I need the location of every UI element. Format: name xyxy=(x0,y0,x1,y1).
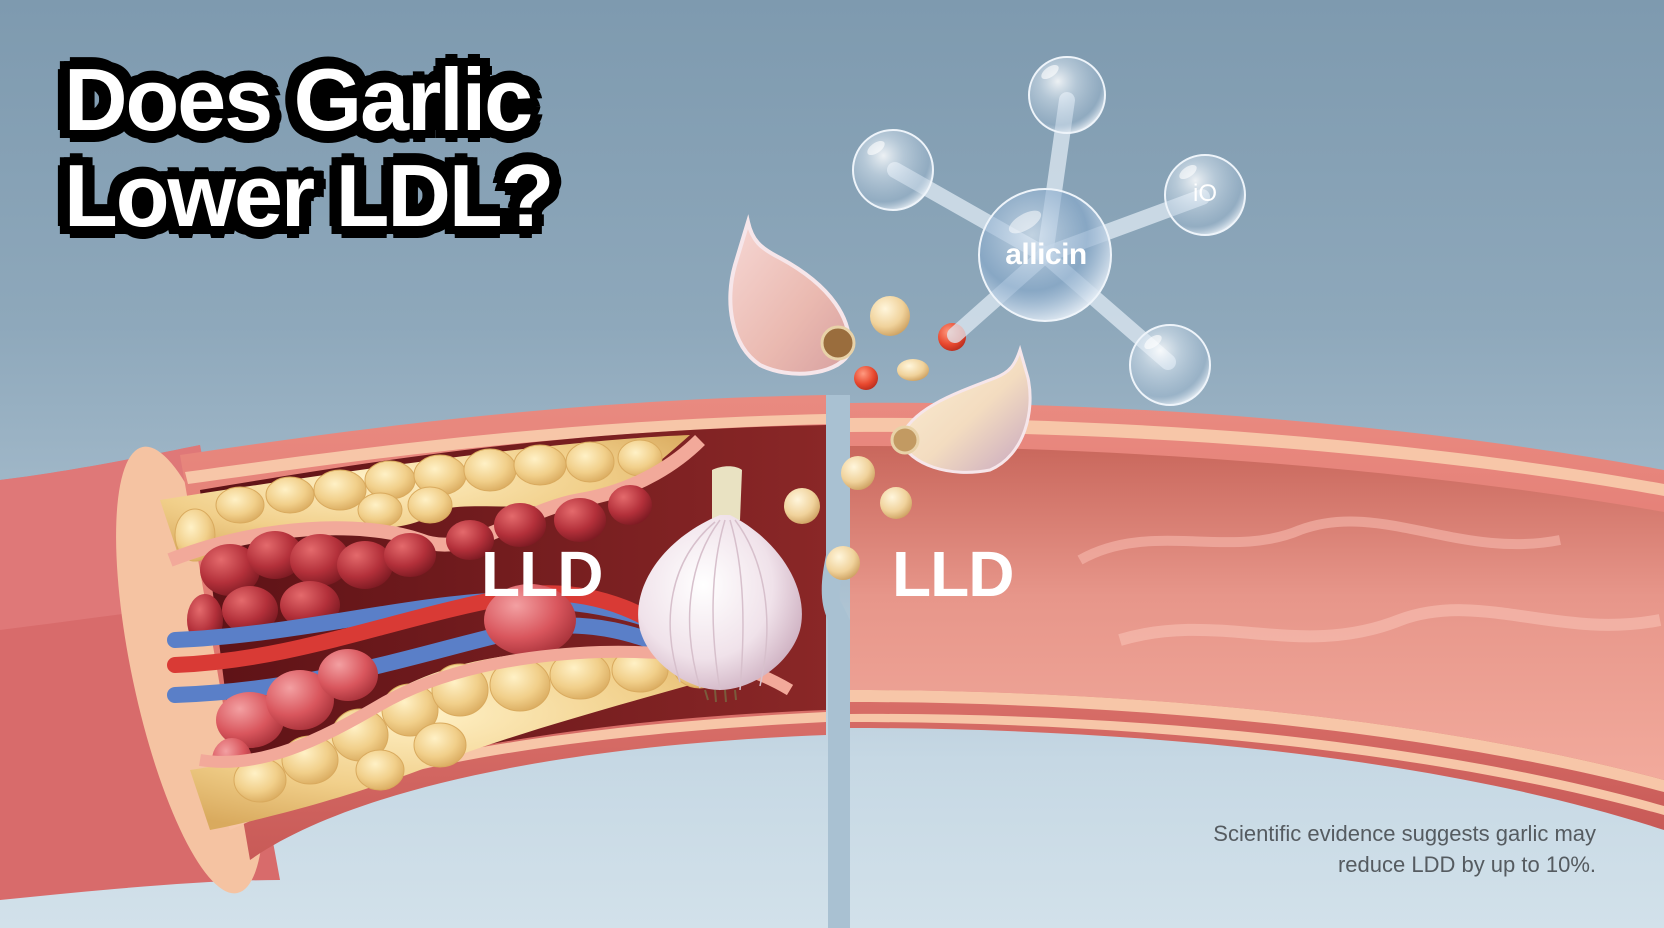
lld-label-right: LLD xyxy=(892,538,1014,610)
page-title: Does Garlic Lower LDL? xyxy=(64,50,554,245)
caption-line-2: reduce LDD by up to 10%. xyxy=(1337,852,1596,877)
title-line-1: Does Garlic xyxy=(64,50,533,149)
garlic-clove-icon xyxy=(890,344,1032,474)
allicin-molecule-icon xyxy=(852,56,1246,406)
lld-label-left: LLD xyxy=(481,538,603,610)
evidence-caption: Scientific evidence suggests garlic may … xyxy=(1213,818,1596,880)
garlic-clove-icon xyxy=(728,214,856,376)
title-line-2: Lower LDL? xyxy=(64,146,554,245)
allicin-label: allicin xyxy=(1005,238,1087,271)
divider-line xyxy=(821,395,850,928)
healthy-artery xyxy=(850,402,1664,830)
atom-label: iO xyxy=(1193,180,1217,207)
garlic-bulb-icon xyxy=(638,466,802,703)
caption-line-1: Scientific evidence suggests garlic may xyxy=(1213,821,1596,846)
